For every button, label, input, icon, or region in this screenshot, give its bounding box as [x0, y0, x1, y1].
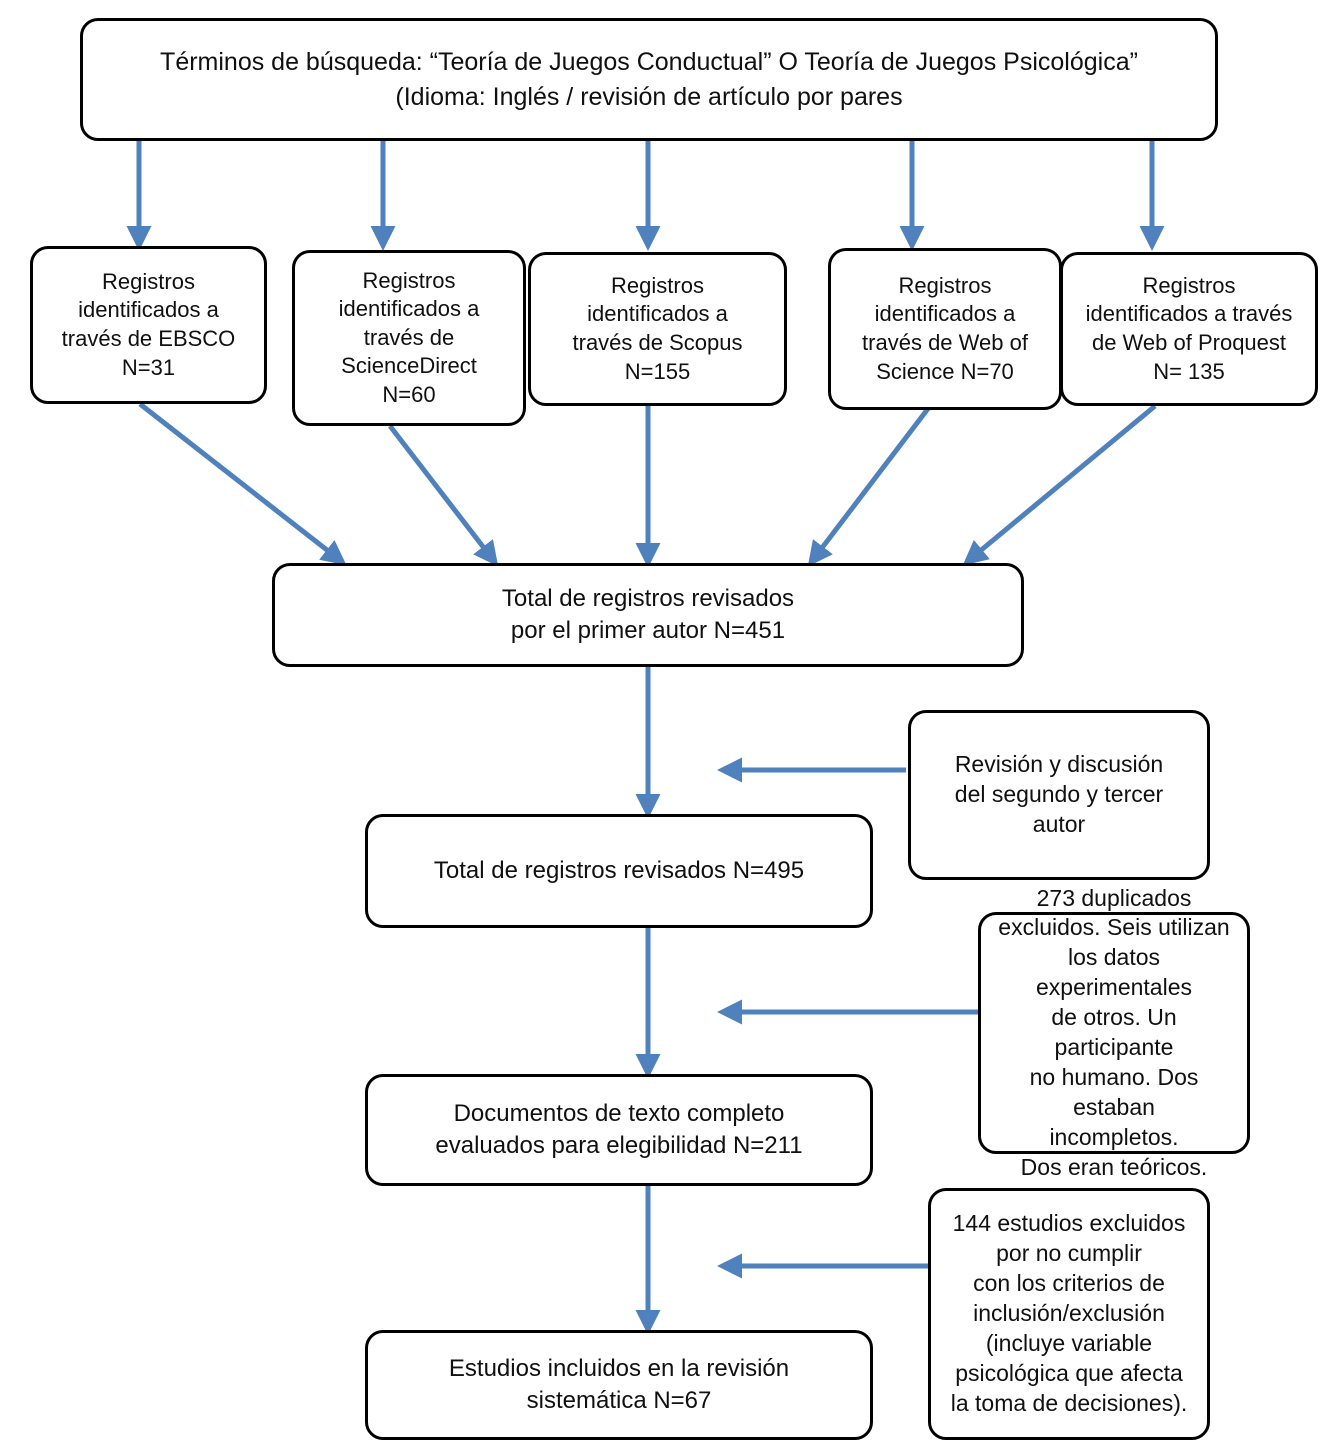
- node-total-records-label: Total de registros revisados N=495: [433, 856, 805, 884]
- node-search-terms[interactable]: Términos de búsqueda: “Teoría de Juegos …: [80, 18, 1218, 141]
- node-second-third-author-label: Revisión y discusión del segundo y terce…: [954, 751, 1164, 837]
- node-source-scopus-label: Registros identificados a través de Scop…: [572, 272, 743, 384]
- node-studies-excluded-label: 144 estudios excluidos por no cumplir co…: [950, 1210, 1188, 1416]
- node-source-sciencedirect-label: Registros identificados a través de Scie…: [338, 267, 480, 407]
- node-total-first-author[interactable]: Total de registros revisados por el prim…: [272, 563, 1024, 667]
- node-full-text-assessed[interactable]: Documentos de texto completo evaluados p…: [365, 1074, 873, 1186]
- node-studies-included[interactable]: Estudios incluidos en la revisión sistem…: [365, 1330, 873, 1440]
- node-source-web-of-science-label: Registros identificados a través de Web …: [862, 272, 1028, 384]
- node-source-ebsco[interactable]: Registros identificados a través de EBSC…: [30, 246, 267, 404]
- node-full-text-assessed-label: Documentos de texto completo evaluados p…: [435, 1099, 803, 1159]
- node-studies-included-label: Estudios incluidos en la revisión sistem…: [448, 1354, 790, 1414]
- node-total-records[interactable]: Total de registros revisados N=495: [365, 814, 873, 928]
- node-source-scopus[interactable]: Registros identificados a través de Scop…: [528, 252, 787, 406]
- node-total-first-author-label: Total de registros revisados por el prim…: [501, 584, 795, 644]
- node-second-third-author[interactable]: Revisión y discusión del segundo y terce…: [908, 710, 1210, 880]
- node-studies-excluded[interactable]: 144 estudios excluidos por no cumplir co…: [928, 1188, 1210, 1440]
- arrow-wos-to-total: [807, 404, 932, 567]
- node-source-proquest-label: Registros identificados a través de Web …: [1085, 272, 1293, 384]
- node-source-web-of-science[interactable]: Registros identificados a través de Web …: [828, 248, 1062, 410]
- node-source-sciencedirect[interactable]: Registros identificados a través de Scie…: [292, 250, 526, 426]
- node-source-ebsco-label: Registros identificados a través de EBSC…: [61, 268, 236, 380]
- node-search-terms-label: Términos de búsqueda: “Teoría de Juegos …: [160, 48, 1138, 111]
- arrow-ebsco-to-total: [138, 402, 347, 566]
- node-duplicates-excluded[interactable]: 273 duplicados excluidos. Seis utilizan …: [978, 885, 1250, 1180]
- arrow-proquest-to-total: [962, 404, 1157, 566]
- arrow-sciencedirect-to-total: [388, 424, 499, 567]
- node-duplicates-excluded-label: 273 duplicados excluidos. Seis utilizan …: [998, 884, 1230, 1180]
- node-source-proquest[interactable]: Registros identificados a través de Web …: [1060, 252, 1318, 406]
